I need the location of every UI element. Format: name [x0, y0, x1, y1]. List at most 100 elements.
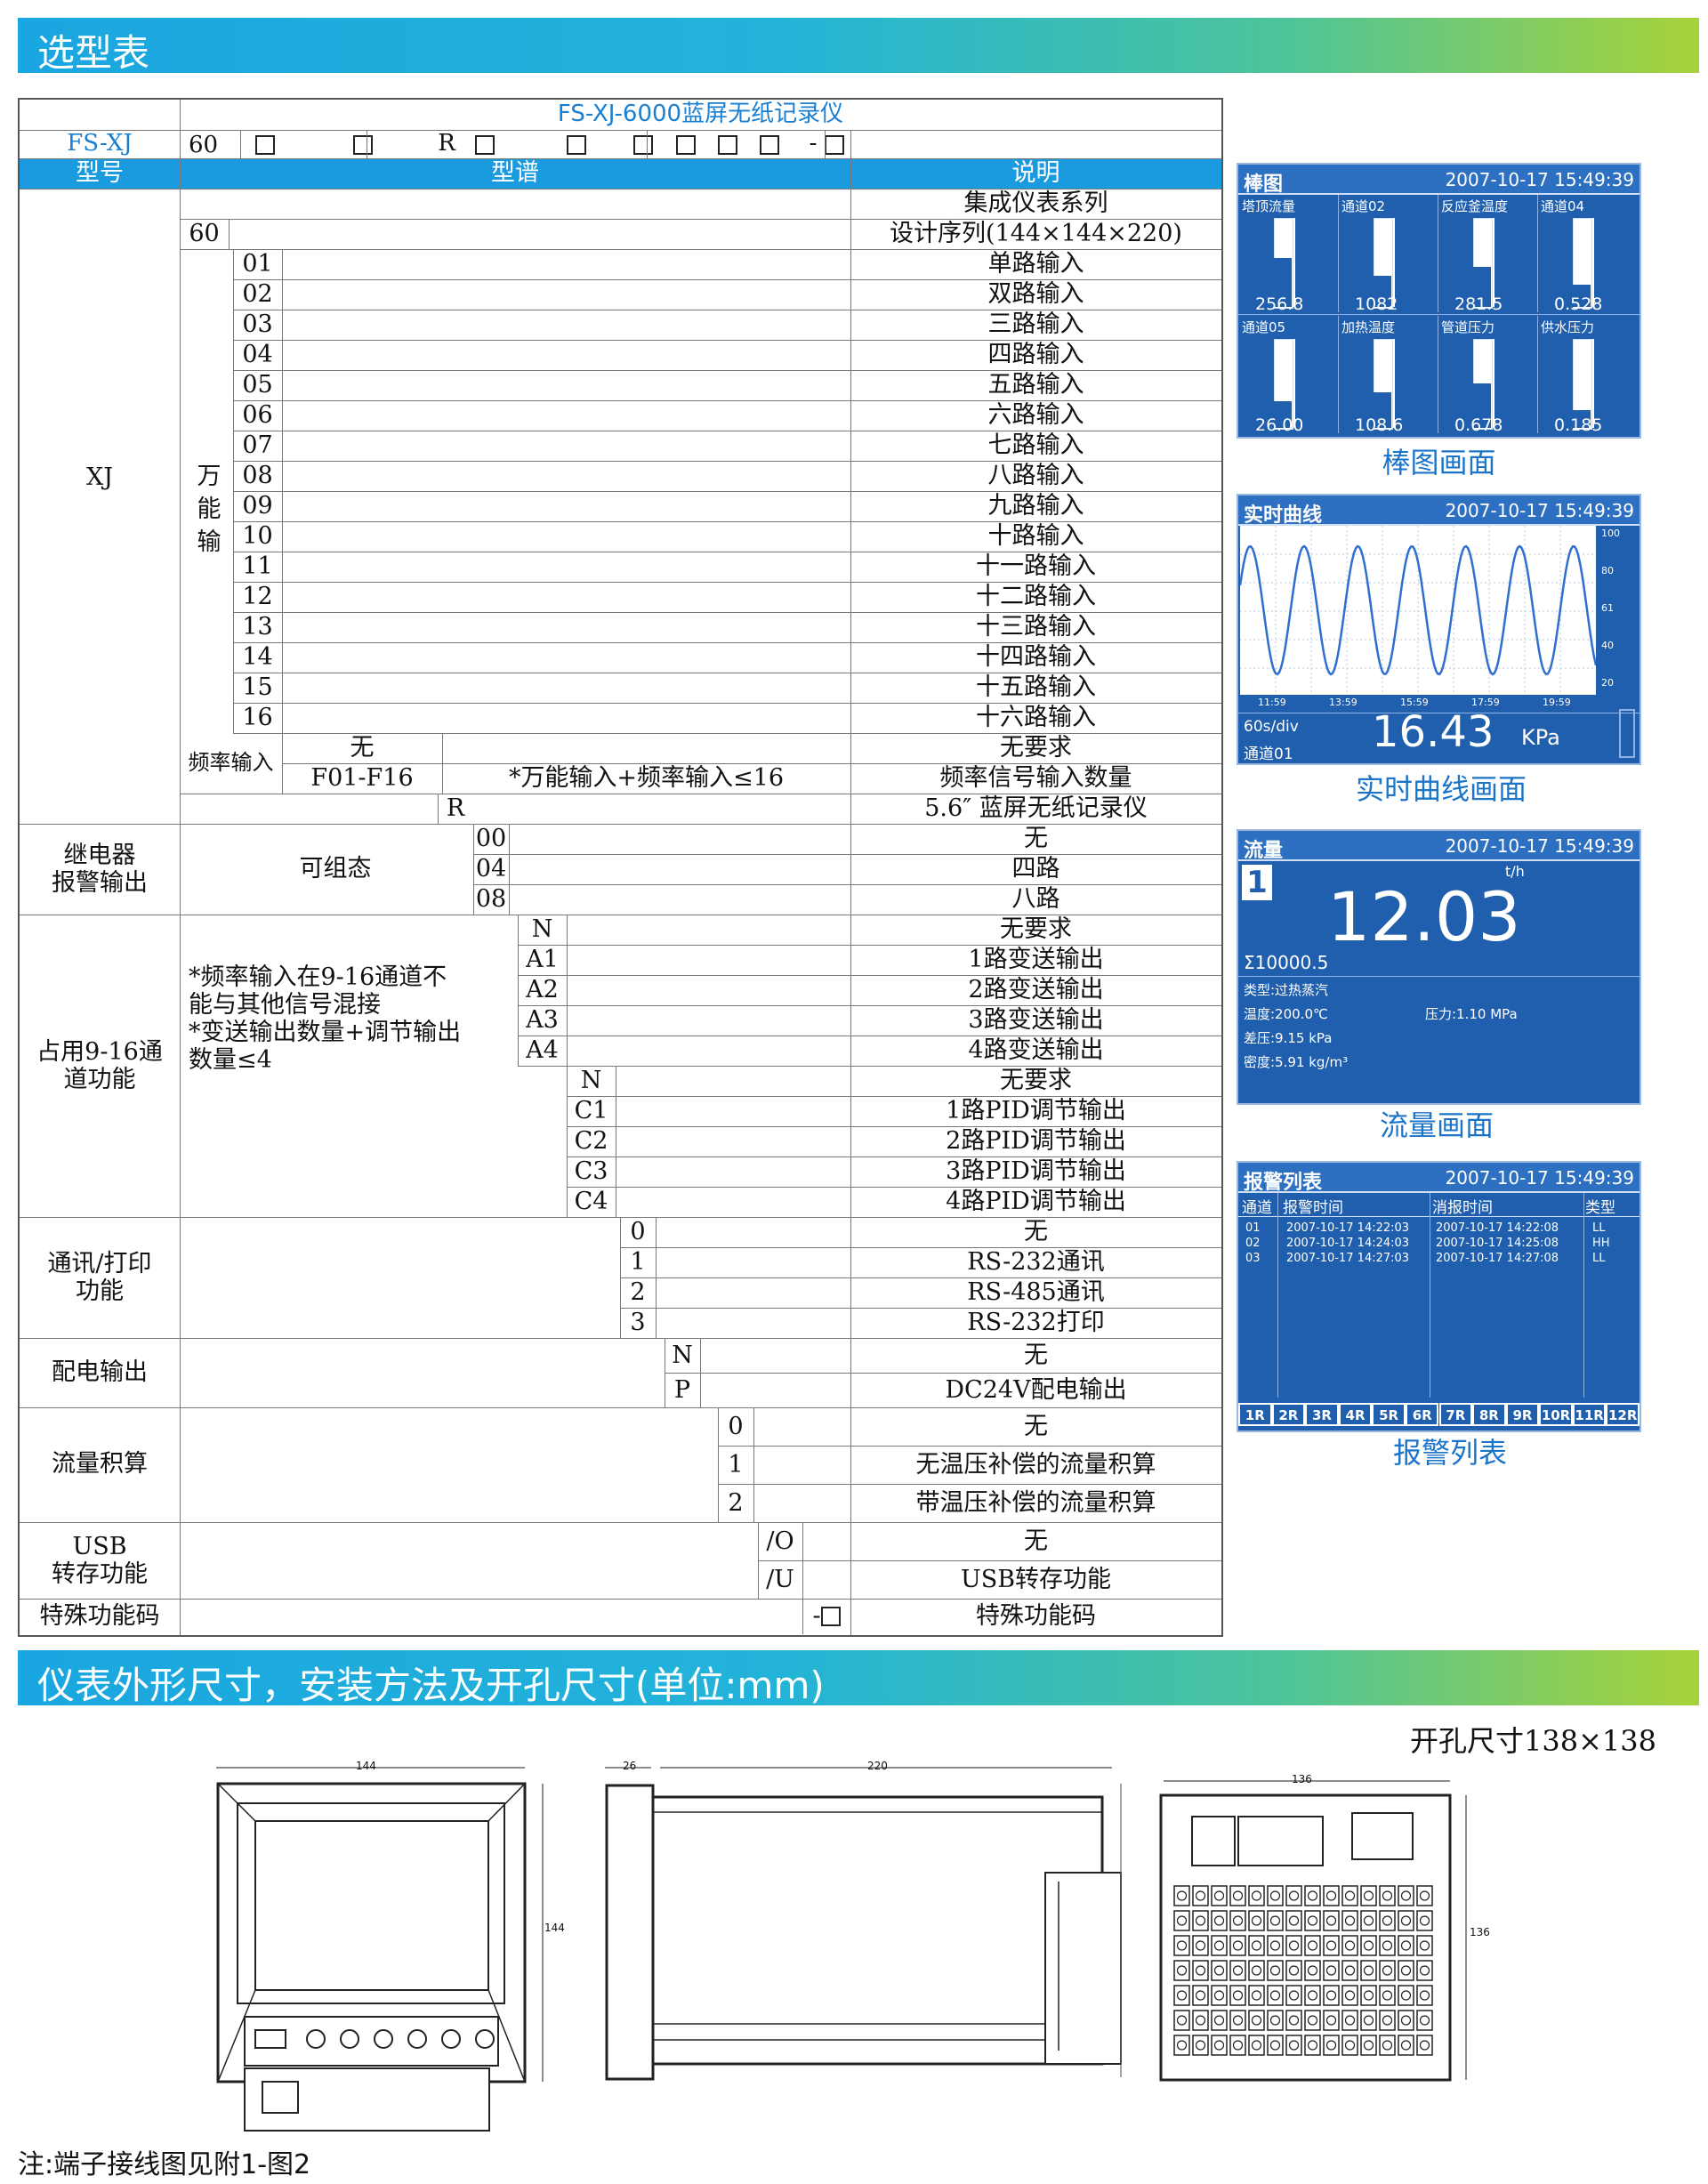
special-code-dash: -: [812, 1602, 821, 1631]
section-banner-selection: 选型表: [18, 18, 1699, 75]
channel-desc: 五路输入: [987, 371, 1084, 399]
curve-x-tick: 19:59: [1543, 697, 1571, 708]
transmit-code: A4: [526, 1036, 559, 1065]
channel-desc: 十四路输入: [976, 643, 1096, 672]
power-desc: DC24V配电输出: [945, 1375, 1127, 1404]
bar-channel-name: 管道压力: [1441, 319, 1495, 335]
bar-channel-value: 256.8: [1255, 294, 1304, 314]
curve-screen-caption: 实时曲线画面: [1355, 772, 1527, 806]
freq-code: F01-F16: [310, 764, 414, 793]
model-code-slot: [567, 135, 586, 155]
channel-code: 03: [242, 310, 273, 339]
channel-desc: 八路输入: [987, 462, 1084, 490]
power-label: 配电输出: [52, 1358, 148, 1387]
relay-indicator: 1R: [1238, 1403, 1272, 1426]
bar-gauge: [1269, 339, 1301, 437]
pid-desc: 1路PID调节输出: [946, 1097, 1126, 1125]
pid-code: C4: [574, 1188, 608, 1216]
curve-period: 60s/div: [1244, 718, 1299, 736]
channel-code: 12: [242, 583, 273, 611]
bar-gauge: [1468, 339, 1500, 437]
transmit-desc: 1路变送输出: [968, 946, 1104, 974]
bar-channel-value: 0.678: [1454, 415, 1503, 435]
channel-desc: 十五路输入: [976, 673, 1096, 702]
alarm-header: 消报时间: [1432, 1199, 1493, 1217]
channel-desc: 十六路输入: [976, 704, 1096, 732]
channel-desc: 七路输入: [987, 431, 1084, 460]
product-title: FS-XJ-6000蓝屏无纸记录仪: [557, 101, 844, 128]
ch916-note-line: *频率输入在9-16通道不: [189, 963, 447, 991]
curve-x-tick: 11:59: [1258, 697, 1286, 708]
model-code-slot: [718, 135, 737, 155]
model-code-r: R: [438, 130, 455, 157]
header-model: 型号: [76, 159, 124, 188]
curve-y-tick: 20: [1601, 677, 1614, 689]
model-code-slot: [820, 1607, 841, 1626]
bar-gauge: [1567, 339, 1599, 437]
usb-desc: USB转存功能: [960, 1565, 1112, 1593]
alarm-cell: HH: [1592, 1237, 1610, 1250]
flow-desc: 带温压补偿的流量积算: [915, 1488, 1156, 1517]
alarm-cell: LL: [1592, 1221, 1606, 1235]
ch916-note-line: *变送输出数量+调节输出: [189, 1019, 462, 1047]
flow-diff: 差压:9.15 kPa: [1244, 1030, 1333, 1046]
channel-desc: 四路输入: [987, 341, 1084, 369]
ch916-note: *频率输入在9-16通道不能与其他信号混接*变送输出数量+调节输出数量≤4: [189, 963, 527, 1141]
model-code-slot: [633, 135, 653, 155]
transmit-desc: 无要求: [1000, 915, 1072, 944]
flow-desc: 无: [1024, 1412, 1048, 1440]
alarm-cell: 03: [1245, 1252, 1261, 1265]
special-desc: 特殊功能码: [976, 1602, 1096, 1631]
pid-code: C2: [574, 1127, 608, 1156]
relay-config: 可组态: [299, 855, 372, 883]
freq-note: *万能输入+频率输入≤16: [508, 764, 785, 793]
alarm-cell: 02: [1245, 1237, 1261, 1250]
rear-height-dim: 136: [1470, 1926, 1490, 1938]
model-code-slot: [676, 135, 696, 155]
relay-indicator: 9R: [1505, 1403, 1540, 1426]
section-banner-dimensions: 仪表外形尺寸，安装方法及开孔尺寸(单位:mm): [18, 1650, 1699, 1707]
relay-label-line: 报警输出: [52, 869, 148, 897]
power-code: P: [673, 1375, 691, 1404]
screen-title: 棒图: [1244, 173, 1284, 196]
relay-label-line: 继电器: [63, 841, 136, 869]
transmit-code: A1: [526, 946, 559, 974]
channel-desc: 十路输入: [987, 522, 1084, 551]
alarm-cell: 2007-10-17 14:24:03: [1286, 1237, 1410, 1250]
model-code-slot: [255, 135, 275, 155]
flow-screen-caption: 流量画面: [1379, 1108, 1494, 1142]
screen-time: 2007-10-17 15:49:39: [1445, 500, 1634, 521]
model-code-dash: -: [809, 130, 818, 157]
relay-indicator: 12R: [1606, 1403, 1640, 1426]
flow-pressure: 压力:1.10 MPa: [1425, 1006, 1518, 1022]
transmit-desc: 4路变送输出: [968, 1036, 1104, 1065]
pid-desc: 2路PID调节输出: [946, 1127, 1126, 1156]
model-code-slot: [760, 135, 779, 155]
pid-code: C3: [574, 1157, 608, 1186]
curve-screen: 实时曲线 2007-10-17 15:49:39 60s/div 通道01 16…: [1237, 494, 1641, 765]
bar-channel-value: 281.5: [1454, 294, 1503, 314]
curve-x-tick: 13:59: [1329, 697, 1358, 708]
flow-code: 1: [728, 1450, 744, 1479]
flow-type: 类型:过热蒸汽: [1244, 982, 1329, 998]
relay-indicator: 6R: [1405, 1403, 1439, 1426]
comm-code: 0: [630, 1218, 646, 1246]
comm-code: 3: [630, 1309, 646, 1337]
screen-time: 2007-10-17 15:49:39: [1445, 1167, 1634, 1189]
ch916-label-line: 道功能: [63, 1066, 136, 1093]
bar-channel-name: 通道05: [1242, 319, 1286, 335]
model-code-slot: [353, 135, 373, 155]
front-width-dim: 144: [356, 1760, 376, 1772]
rear-view-drawing: [1159, 1780, 1467, 2082]
freq-desc: 频率信号输入数量: [939, 764, 1132, 793]
bar-channel-name: 加热温度: [1341, 319, 1396, 335]
comm-label-line: 通讯/打印: [47, 1249, 152, 1277]
pid-code: N: [580, 1067, 602, 1095]
comm-label-line: 功能: [75, 1277, 124, 1305]
alarm-cell: 01: [1245, 1221, 1261, 1235]
alarm-cell: 2007-10-17 14:25:08: [1436, 1237, 1559, 1250]
side-depth-2-dim: 220: [867, 1760, 888, 1772]
comm-label: 通讯/打印功能: [20, 1217, 180, 1338]
channel-desc: 十三路输入: [976, 613, 1096, 641]
